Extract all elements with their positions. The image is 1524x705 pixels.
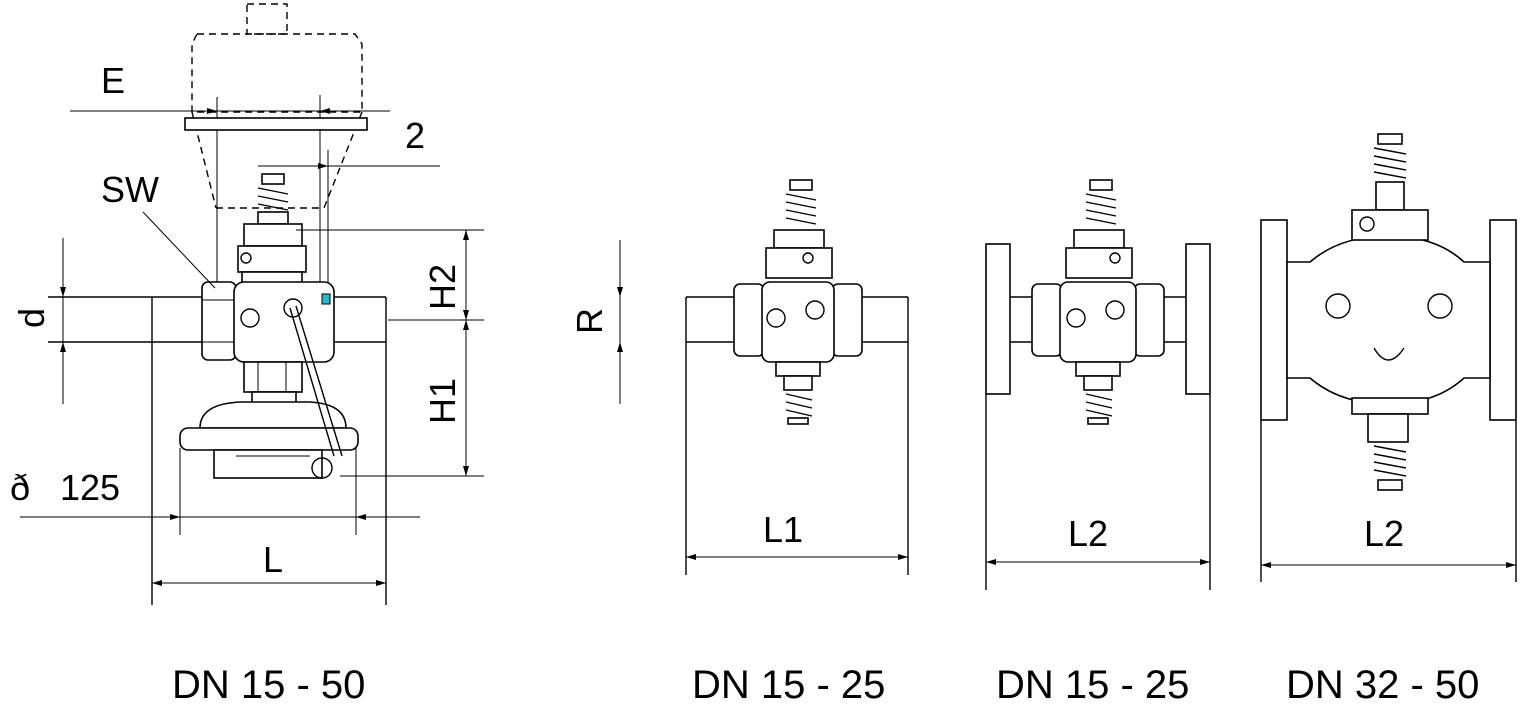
- position-indicator-icon: [321, 293, 331, 305]
- label-l1: L1: [763, 509, 803, 550]
- label-125: 125: [60, 467, 120, 508]
- label-l2-large: L2: [1364, 513, 1404, 554]
- label-sw: SW: [101, 169, 159, 210]
- label-h2: H2: [422, 264, 463, 310]
- label-2: 2: [405, 115, 425, 156]
- label-h1: H1: [422, 378, 463, 424]
- label-l2-small: L2: [1068, 513, 1108, 554]
- caption-view4: DN 32 - 50: [1286, 663, 1479, 705]
- label-diameter-symbol: ð: [10, 467, 30, 508]
- view-actuated-valve: [20, 3, 484, 605]
- label-d: d: [11, 308, 52, 328]
- label-r: R: [569, 308, 610, 334]
- dimension-arrows: [60, 108, 1516, 586]
- view-threaded-valve: [619, 179, 909, 575]
- caption-view3: DN 15 - 25: [996, 663, 1189, 705]
- caption-view1: DN 15 - 50: [172, 663, 365, 705]
- view-flanged-valve-large: [1260, 133, 1517, 582]
- label-e: E: [101, 60, 125, 101]
- stem-spring: [257, 173, 289, 225]
- caption-view2: DN 15 - 25: [692, 663, 885, 705]
- view-flanged-valve-small: [985, 179, 1211, 590]
- label-l: L: [263, 539, 283, 580]
